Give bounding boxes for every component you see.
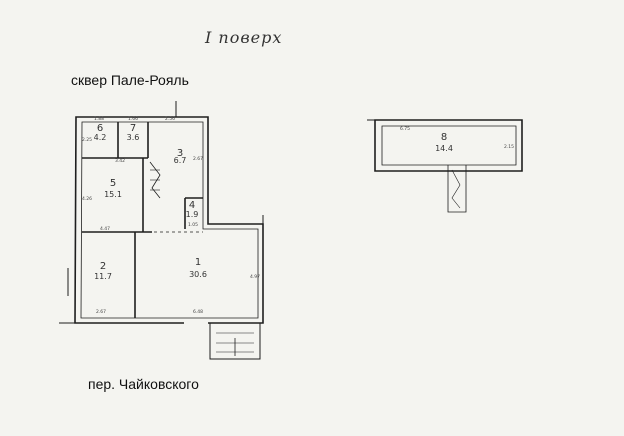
room-1-num: 1 <box>195 257 201 268</box>
room-5-area: 15.1 <box>104 190 122 199</box>
street-label-bottom: пер. Чайковского <box>88 376 199 392</box>
dim-5-side: 4.26 <box>82 196 92 202</box>
dim-8-top: 6.75 <box>400 126 410 132</box>
room-6-area: 4.2 <box>94 133 107 142</box>
room-2-num: 2 <box>100 261 106 272</box>
street-label-top: сквер Пале-Рояль <box>71 72 189 88</box>
dim-corr: 3.42 <box>115 158 125 164</box>
dim-1-bottom: 6.48 <box>193 309 203 315</box>
stair-8 <box>451 169 461 209</box>
dim-2-bottom: 2.67 <box>96 309 106 315</box>
stair-main <box>149 161 161 199</box>
room-1-area: 30.6 <box>189 270 207 279</box>
floor-title: I поверх <box>205 28 283 47</box>
room-5-num: 5 <box>110 178 116 189</box>
inner-wall-8 <box>381 125 517 166</box>
outer-wall <box>74 116 264 324</box>
entrance-porch <box>209 322 261 360</box>
room-8-num: 8 <box>441 132 447 143</box>
dim-top-mid: 1.66 <box>128 116 138 122</box>
room-7-num: 7 <box>130 123 136 134</box>
wall-lines <box>59 101 523 360</box>
dim-top-right: 2.56 <box>165 116 175 122</box>
room-4-area: 1.9 <box>186 210 199 219</box>
room-8-area: 14.4 <box>435 144 453 153</box>
room-labels: 1 30.6 2 11.7 3 6.7 4 1.9 5 15.1 6 4.2 7… <box>94 123 453 281</box>
dim-4-bottom: 1.05 <box>188 222 198 228</box>
dim-3-side: 2.67 <box>193 156 203 162</box>
dim-8-side: 2.15 <box>504 144 514 150</box>
room-7-area: 3.6 <box>127 133 140 142</box>
room-4-num: 4 <box>189 200 195 211</box>
dim-5-bottom: 4.47 <box>100 226 110 232</box>
room-6-num: 6 <box>97 123 103 134</box>
room-2-area: 11.7 <box>94 272 112 281</box>
dim-1-side: 4.97 <box>250 274 260 280</box>
stair-8-well <box>447 165 467 213</box>
inner-wall <box>80 121 259 319</box>
dim-6-side: 2.25 <box>82 137 92 143</box>
outer-wall-8 <box>374 119 523 172</box>
room-3-area: 6.7 <box>174 156 187 165</box>
dimension-labels: 1.88 1.66 2.56 2.25 3.42 2.67 4.26 4.47 … <box>82 116 514 315</box>
dim-top-left: 1.88 <box>94 116 104 122</box>
room-3-num: 3 <box>177 148 183 159</box>
